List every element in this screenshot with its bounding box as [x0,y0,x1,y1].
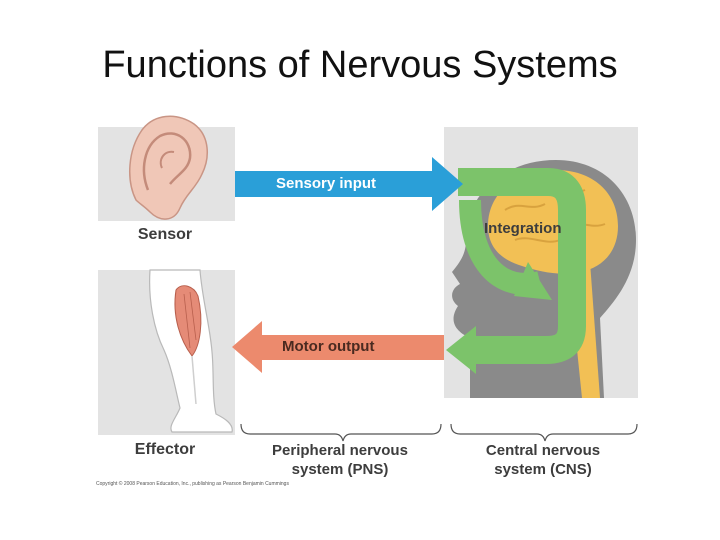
slide-title: Functions of Nervous Systems [102,44,618,86]
cns-label-line1: Central nervous [485,442,601,459]
ear-illustration [129,115,208,220]
cns-bracket [450,423,638,442]
integration-arrow [446,168,586,374]
sensory-input-label: Sensory input [276,175,377,192]
motor-output-arrow [232,321,444,373]
cns-label-line2: system (CNS) [494,461,592,478]
pns-label-line2: system (PNS) [291,461,389,478]
sensory-input-arrow [235,157,463,211]
pns-label-line1: Peripheral nervous [272,442,408,459]
copyright-notice: Copyright © 2008 Pearson Education, Inc.… [96,481,289,487]
motor-output-label: Motor output [282,338,375,355]
sensor-label: Sensor [137,226,193,243]
effector-label: Effector [134,441,196,458]
integration-label: Integration [484,220,562,237]
leg-illustration [149,269,233,433]
pns-bracket [240,423,442,442]
